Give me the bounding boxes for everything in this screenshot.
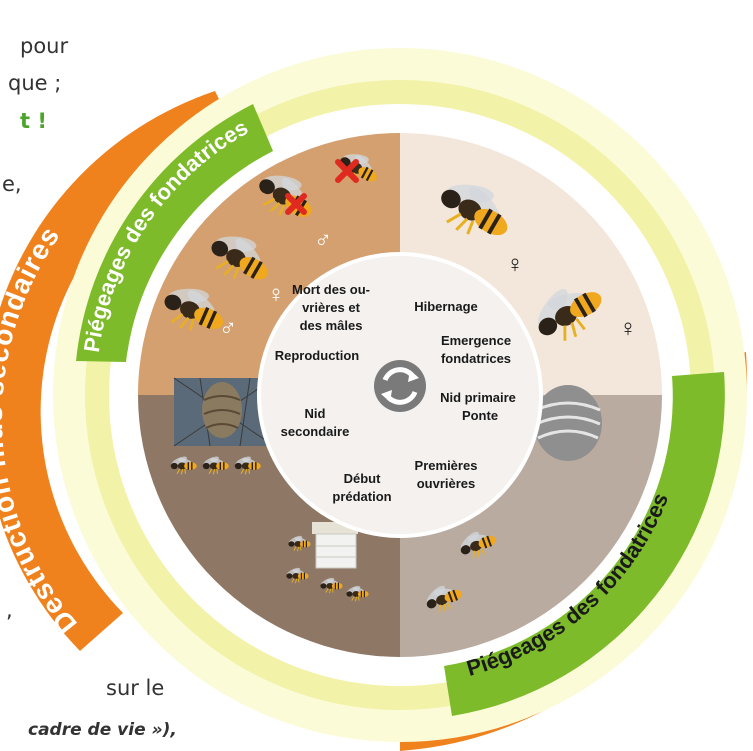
phase-nid-primaire: Nid primaire — [440, 390, 516, 405]
phase-hibernage: Hibernage — [414, 299, 478, 314]
female-symbol: ♀ — [619, 315, 637, 342]
article-fragment: que ; — [8, 71, 62, 95]
female-symbol: ♀ — [267, 281, 285, 308]
sex-symbols: ♂ ♀ ♂ ♀ ♀ — [219, 227, 637, 342]
article-fragment: e, — [2, 172, 22, 196]
hornet-icon — [288, 535, 311, 552]
red-cross-icon — [285, 193, 307, 215]
piegeage-top-ring — [76, 104, 273, 362]
primary-nest-image — [534, 385, 602, 461]
hornet-icon — [460, 531, 496, 559]
phase-emergence: Emergence — [441, 333, 511, 348]
death-cross-icons — [285, 159, 359, 215]
beehive-icon — [312, 522, 358, 569]
article-fragment-italic: cadre de vie »), — [28, 720, 177, 740]
male-symbol: ♂ — [219, 315, 237, 342]
phase-debut: Début — [344, 471, 382, 486]
red-cross-icon — [335, 159, 359, 183]
article-fragment-highlight: t ! — [20, 109, 47, 133]
female-symbol: ♀ — [506, 251, 524, 278]
phase-emergence-line2: fondatrices — [441, 351, 511, 366]
outer-light-ring — [53, 48, 747, 742]
phase-reproduction: Reproduction — [275, 348, 360, 363]
hornet-icon — [320, 577, 343, 594]
hornet-icon — [441, 184, 508, 236]
hornet-icon — [426, 585, 462, 613]
refresh-cycle-icon — [374, 360, 426, 412]
hornet-icon — [286, 567, 309, 584]
phase-nid-secondaire: Nid — [305, 406, 326, 421]
article-fragment: , — [6, 598, 13, 622]
phase-nid-secondaire-line2: secondaire — [281, 424, 350, 439]
hornet-icon — [234, 456, 261, 475]
hornet-icon — [170, 456, 197, 475]
phase-ponte: Ponte — [462, 408, 498, 423]
article-fragment: pour — [20, 34, 69, 58]
article-fragment: sur le — [106, 676, 165, 700]
phase-premieres: Premières — [415, 458, 478, 473]
phase-mort-line2: vrières et — [302, 300, 360, 315]
piegeage-bottom-ring — [444, 372, 725, 716]
phase-labels: Mort des ou- vrières et des mâles Reprod… — [275, 282, 516, 504]
phase-mort-line3: des mâles — [300, 318, 363, 333]
hornet-icon — [346, 585, 369, 602]
hornet-icon — [164, 288, 224, 331]
destruction-secondaires-ring — [0, 91, 238, 651]
phase-ouvrieres: ouvrières — [417, 476, 476, 491]
hornet-icon — [211, 236, 268, 280]
hornet-icon — [537, 288, 602, 341]
male-symbol: ♂ — [314, 227, 332, 254]
phase-predation: prédation — [332, 489, 391, 504]
hornet-icon — [202, 456, 229, 475]
hornet-illustrations — [164, 154, 602, 613]
secondary-nest-photo — [173, 377, 275, 447]
phase-mort: Mort des ou- — [292, 282, 370, 297]
